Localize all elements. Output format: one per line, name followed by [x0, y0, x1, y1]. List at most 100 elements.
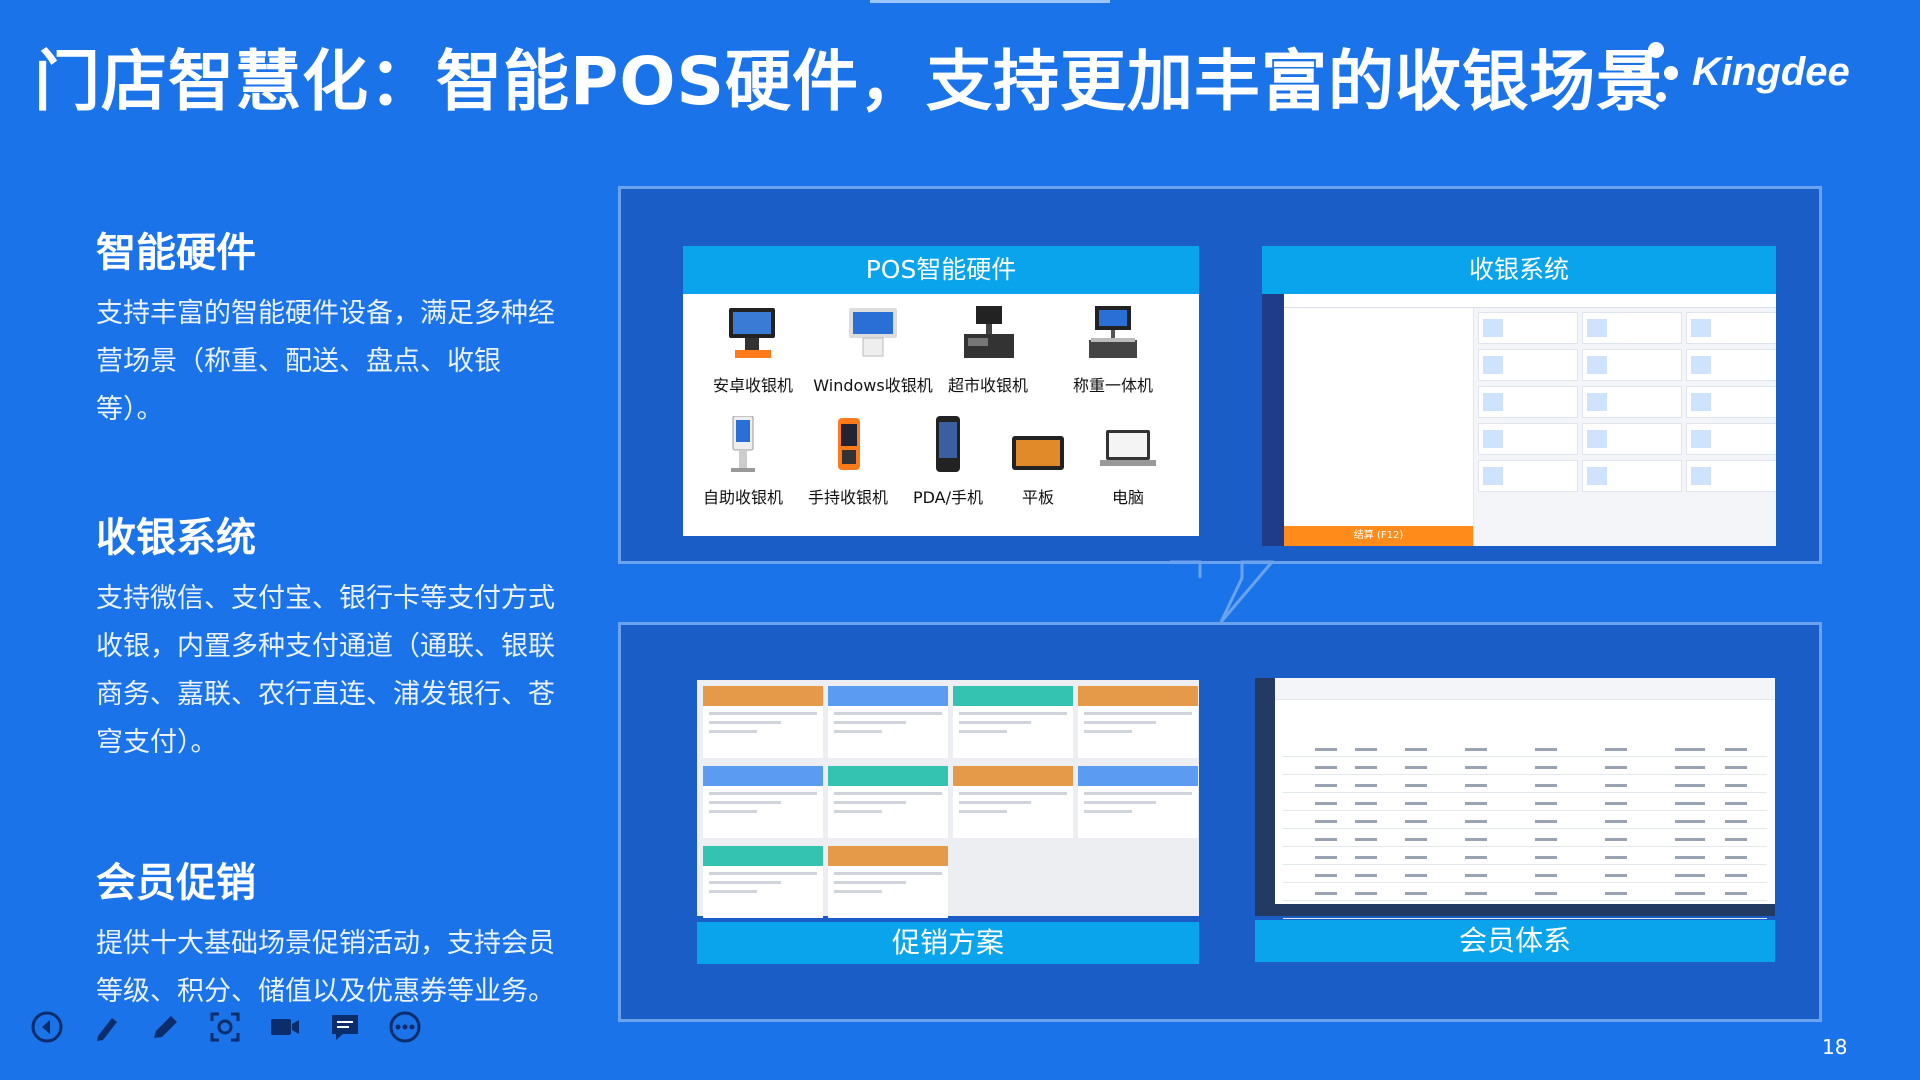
more-icon[interactable]: [388, 1010, 422, 1044]
promo-card[interactable]: [1078, 766, 1198, 838]
settle-button[interactable]: 结算 (F12): [1284, 526, 1473, 546]
hardware-item: Windows收银机: [813, 304, 933, 396]
table-row[interactable]: [1283, 792, 1767, 793]
table-cell: [1355, 748, 1377, 751]
promo-card[interactable]: [953, 766, 1073, 838]
table-cell: [1405, 766, 1427, 769]
product-image-icon: [1691, 319, 1711, 337]
promo-card[interactable]: [703, 846, 823, 918]
table-cell: [1405, 874, 1427, 877]
promo-card-header: [1078, 686, 1198, 706]
table-cell: [1535, 856, 1557, 859]
hardware-item-label: 自助收银机: [702, 488, 783, 507]
promo-card[interactable]: [828, 846, 948, 918]
product-card[interactable]: [1686, 460, 1776, 492]
cashier-topbar: [1284, 294, 1776, 308]
hardware-item: 手持收银机: [788, 416, 908, 508]
product-image-icon: [1483, 430, 1503, 448]
table-cell: [1675, 802, 1705, 805]
promo-card[interactable]: [828, 686, 948, 758]
table-cell: [1315, 874, 1337, 877]
product-card[interactable]: [1582, 349, 1682, 381]
product-card[interactable]: [1582, 460, 1682, 492]
promo-card[interactable]: [828, 766, 948, 838]
table-row[interactable]: [1283, 810, 1767, 811]
table-cell: [1675, 748, 1705, 751]
promo-card-header: [703, 846, 823, 866]
promo-card[interactable]: [1078, 686, 1198, 758]
table-row[interactable]: [1283, 846, 1767, 847]
table-cell: [1355, 820, 1377, 823]
table-cell: [1315, 820, 1337, 823]
promo-card-line: [959, 721, 1031, 724]
product-card[interactable]: [1686, 349, 1776, 381]
pen-slash-icon[interactable]: [90, 1010, 124, 1044]
table-row[interactable]: [1283, 900, 1767, 901]
handheld-pos-icon: [838, 418, 860, 470]
product-image-icon: [1691, 356, 1711, 374]
table-cell: [1355, 856, 1377, 859]
table-cell: [1315, 892, 1337, 895]
promo-card-line: [709, 890, 757, 893]
table-cell: [1605, 892, 1627, 895]
screenshot-icon[interactable]: [208, 1010, 242, 1044]
table-row[interactable]: [1283, 864, 1767, 865]
hardware-panel-title: POS智能硬件: [683, 246, 1199, 294]
feature-section-member: 会员促销 提供十大基础场景促销活动，支持会员等级、积分、储值以及优惠券等业务。: [96, 850, 556, 1016]
product-card[interactable]: [1582, 423, 1682, 455]
back-icon[interactable]: [30, 1010, 64, 1044]
feature-body: 支持丰富的智能硬件设备，满足多种经营场景（称重、配送、盘点、收银等）。: [96, 298, 555, 425]
product-card[interactable]: [1478, 349, 1578, 381]
table-cell: [1465, 856, 1487, 859]
video-icon[interactable]: [268, 1010, 302, 1044]
logo-dot: [1664, 66, 1678, 80]
table-cell: [1675, 838, 1705, 841]
promo-card[interactable]: [953, 686, 1073, 758]
table-row[interactable]: [1283, 918, 1767, 919]
laptop-icon: [1100, 430, 1156, 466]
product-card[interactable]: [1478, 460, 1578, 492]
supermarket-pos-icon: [964, 306, 1014, 358]
member-sidebar: [1255, 678, 1275, 916]
promo-card-line: [834, 792, 942, 795]
product-card[interactable]: [1478, 423, 1578, 455]
table-cell: [1465, 802, 1487, 805]
product-card[interactable]: [1478, 386, 1578, 418]
cashier-panel: 收银系统 结算 (F12): [1262, 246, 1776, 546]
table-row[interactable]: [1283, 774, 1767, 775]
promo-card-line: [959, 810, 1007, 813]
product-card[interactable]: [1582, 386, 1682, 418]
table-row[interactable]: [1283, 828, 1767, 829]
table-row[interactable]: [1283, 882, 1767, 883]
logo-wordmark: Kingdee: [1692, 50, 1850, 94]
promo-screenshot: [697, 680, 1199, 918]
table-cell: [1315, 838, 1337, 841]
promo-card-line: [834, 721, 906, 724]
feature-heading: 收银系统: [96, 515, 256, 561]
hardware-item: 安卓收银机: [693, 304, 813, 396]
promo-card[interactable]: [703, 766, 823, 838]
table-cell: [1315, 748, 1337, 751]
table-cell: [1315, 784, 1337, 787]
table-cell: [1535, 784, 1557, 787]
promo-card-line: [709, 881, 781, 884]
promo-card-line: [834, 881, 906, 884]
promo-caption: 促销方案: [697, 922, 1199, 964]
slide-title: 门店智慧化：智能POS硬件，支持更加丰富的收银场景: [34, 43, 1664, 120]
promo-card-header: [828, 846, 948, 866]
product-card[interactable]: [1582, 312, 1682, 344]
android-pos-icon: [729, 308, 775, 358]
promo-card[interactable]: [703, 686, 823, 758]
table-cell: [1725, 874, 1747, 877]
table-cell: [1675, 820, 1705, 823]
comment-icon[interactable]: [328, 1010, 362, 1044]
pencil-icon[interactable]: [148, 1010, 182, 1044]
promo-card-line: [959, 801, 1031, 804]
product-image-icon: [1483, 356, 1503, 374]
table-cell: [1465, 784, 1487, 787]
table-row[interactable]: [1283, 756, 1767, 757]
product-card[interactable]: [1478, 312, 1578, 344]
product-card[interactable]: [1686, 312, 1776, 344]
product-card[interactable]: [1686, 423, 1776, 455]
product-card[interactable]: [1686, 386, 1776, 418]
